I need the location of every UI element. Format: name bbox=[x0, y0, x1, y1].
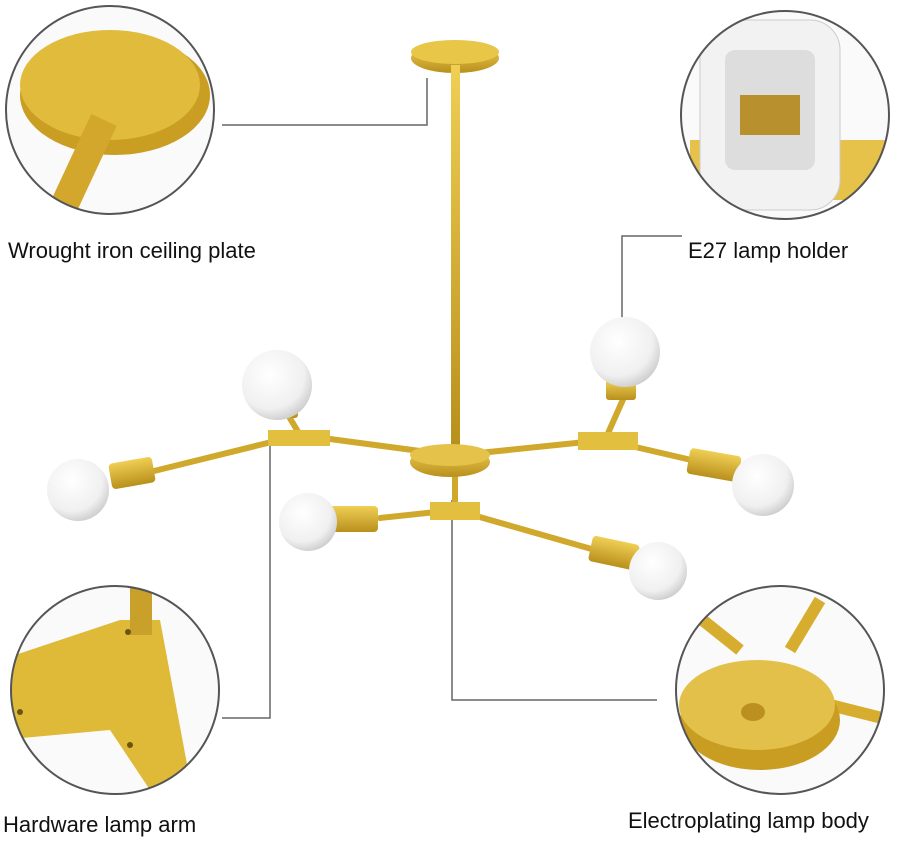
label-lamp-body: Electroplating lamp body bbox=[628, 808, 869, 833]
detail-lamp-body bbox=[676, 586, 884, 794]
detail-lamp-holder bbox=[681, 11, 889, 219]
bulb bbox=[590, 317, 660, 387]
detail-lamp-arm bbox=[11, 586, 219, 794]
label-lamp-holder: E27 lamp holder bbox=[688, 238, 849, 263]
bulb bbox=[242, 350, 312, 420]
bulb bbox=[732, 454, 794, 516]
bulbs bbox=[47, 317, 794, 600]
label-ceiling-plate: Wrought iron ceiling plate bbox=[8, 238, 256, 263]
callout-line-lamp-body bbox=[451, 500, 657, 701]
callout-line-lamp-arm bbox=[222, 440, 271, 719]
bulb bbox=[47, 459, 109, 521]
bulb bbox=[279, 493, 337, 551]
label-lamp-arm: Hardware lamp arm bbox=[3, 812, 197, 837]
chandelier bbox=[47, 40, 794, 600]
bulb bbox=[629, 542, 687, 600]
callout-line-ceiling-plate bbox=[222, 78, 428, 126]
detail-ceiling-plate bbox=[6, 6, 214, 214]
